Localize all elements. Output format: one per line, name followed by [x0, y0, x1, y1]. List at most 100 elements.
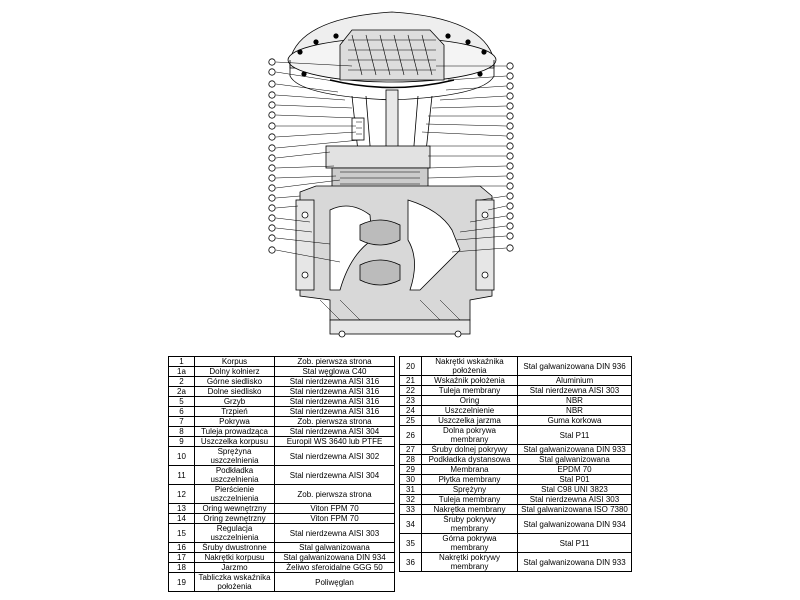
part-number-cell: 13 [168, 503, 195, 514]
part-number-cell: 30 [399, 474, 422, 485]
part-material-cell: Stal P11 [517, 425, 632, 445]
part-name-cell: Płytka membrany [421, 474, 518, 485]
part-number-cell: 2a [168, 386, 195, 397]
part-number-cell: 11 [168, 465, 195, 485]
part-name-cell: Korpus [194, 356, 275, 367]
part-number-cell: 25 [399, 415, 422, 426]
part-number-cell: 12 [168, 484, 195, 504]
part-material-cell: Stal galwanizowana DIN 934 [274, 552, 395, 563]
leader-lines [275, 61, 507, 263]
part-name-cell: Nakrętki korpusu [194, 552, 275, 563]
part-number-cell: 20 [399, 356, 422, 376]
part-name-cell: Nakrętki pokrywy membrany [421, 552, 518, 572]
part-name-cell: Podkładka uszczelnienia [194, 465, 275, 485]
part-name-cell: Trzpień [194, 406, 275, 417]
part-material-cell: Stal galwanizowana [517, 454, 632, 465]
part-name-cell: Podkładka dystansowa [421, 454, 518, 465]
part-material-cell: Stal nierdzewna AISI 316 [274, 396, 395, 407]
part-material-cell: Stal nierdzewna AISI 304 [274, 465, 395, 485]
part-name-cell: Sprężyna uszczelnienia [194, 446, 275, 466]
part-name-cell: Oring [421, 395, 518, 406]
part-material-cell: Stal nierdzewna AISI 303 [517, 385, 632, 396]
part-number-cell: 34 [399, 514, 422, 534]
part-number-cell: 28 [399, 454, 422, 465]
part-number-cell: 2 [168, 376, 195, 387]
part-name-cell: Dolna pokrywa membrany [421, 425, 518, 445]
part-number-cell: 23 [399, 395, 422, 406]
part-name-cell: Tabliczka wskaźnika położenia [194, 572, 275, 592]
part-name-cell: Tuleja membrany [421, 494, 518, 505]
part-material-cell: Stal galwanizowana [274, 542, 395, 553]
part-material-cell: Stal P01 [517, 474, 632, 485]
part-name-cell: Dolne siedlisko [194, 386, 275, 397]
part-name-cell: Pierścienie uszczelnienia [194, 484, 275, 504]
bonnet [325, 145, 431, 191]
part-material-cell: Stal nierdzewna AISI 316 [274, 406, 395, 417]
part-material-cell: Guma korkowa [517, 415, 632, 426]
part-number-cell: 15 [168, 523, 195, 543]
valve-body [295, 185, 495, 338]
part-name-cell: Tuleja membrany [421, 385, 518, 396]
part-material-cell: Stal nierdzewna AISI 303 [274, 523, 395, 543]
part-material-cell: Viton FPM 70 [274, 513, 395, 524]
part-name-cell: Regulacja uszczelnienia [194, 523, 275, 543]
part-material-cell: Stal galwanizowana DIN 934 [517, 514, 632, 534]
part-name-cell: Śruby dwustronne [194, 542, 275, 553]
part-number-cell: 27 [399, 444, 422, 455]
part-name-cell: Tuleja prowadząca [194, 426, 275, 437]
part-name-cell: Śruby dolnej pokrywy [421, 444, 518, 455]
part-number-cell: 35 [399, 533, 422, 553]
part-number-cell: 24 [399, 405, 422, 416]
part-name-cell: Uszczelka korpusu [194, 436, 275, 447]
part-material-cell: Viton FPM 70 [274, 503, 395, 514]
part-name-cell: Dolny kołnierz [194, 366, 275, 377]
part-name-cell: Wskaźnik położenia [421, 375, 518, 386]
part-material-cell: Stal węglowa C40 [274, 366, 395, 377]
part-number-cell: 17 [168, 552, 195, 563]
part-name-cell: Uszczelnienie [421, 405, 518, 416]
part-number-cell: 31 [399, 484, 422, 495]
part-name-cell: Jarzmo [194, 562, 275, 573]
part-number-cell: 1a [168, 366, 195, 377]
callout-markers [268, 58, 514, 254]
part-material-cell: EPDM 70 [517, 464, 632, 475]
part-number-cell: 33 [399, 504, 422, 515]
part-material-cell: Poliwęglan [274, 572, 395, 592]
part-number-cell: 7 [168, 416, 195, 427]
part-material-cell: Aluminium [517, 375, 632, 386]
valve-cross-section-drawing [268, 11, 514, 338]
part-number-cell: 26 [399, 425, 422, 445]
part-name-cell: Oring wewnętrzny [194, 503, 275, 514]
part-material-cell: Stal C98 UNI 3823 [517, 484, 632, 495]
part-material-cell: Stal nierdzewna AISI 303 [517, 494, 632, 505]
